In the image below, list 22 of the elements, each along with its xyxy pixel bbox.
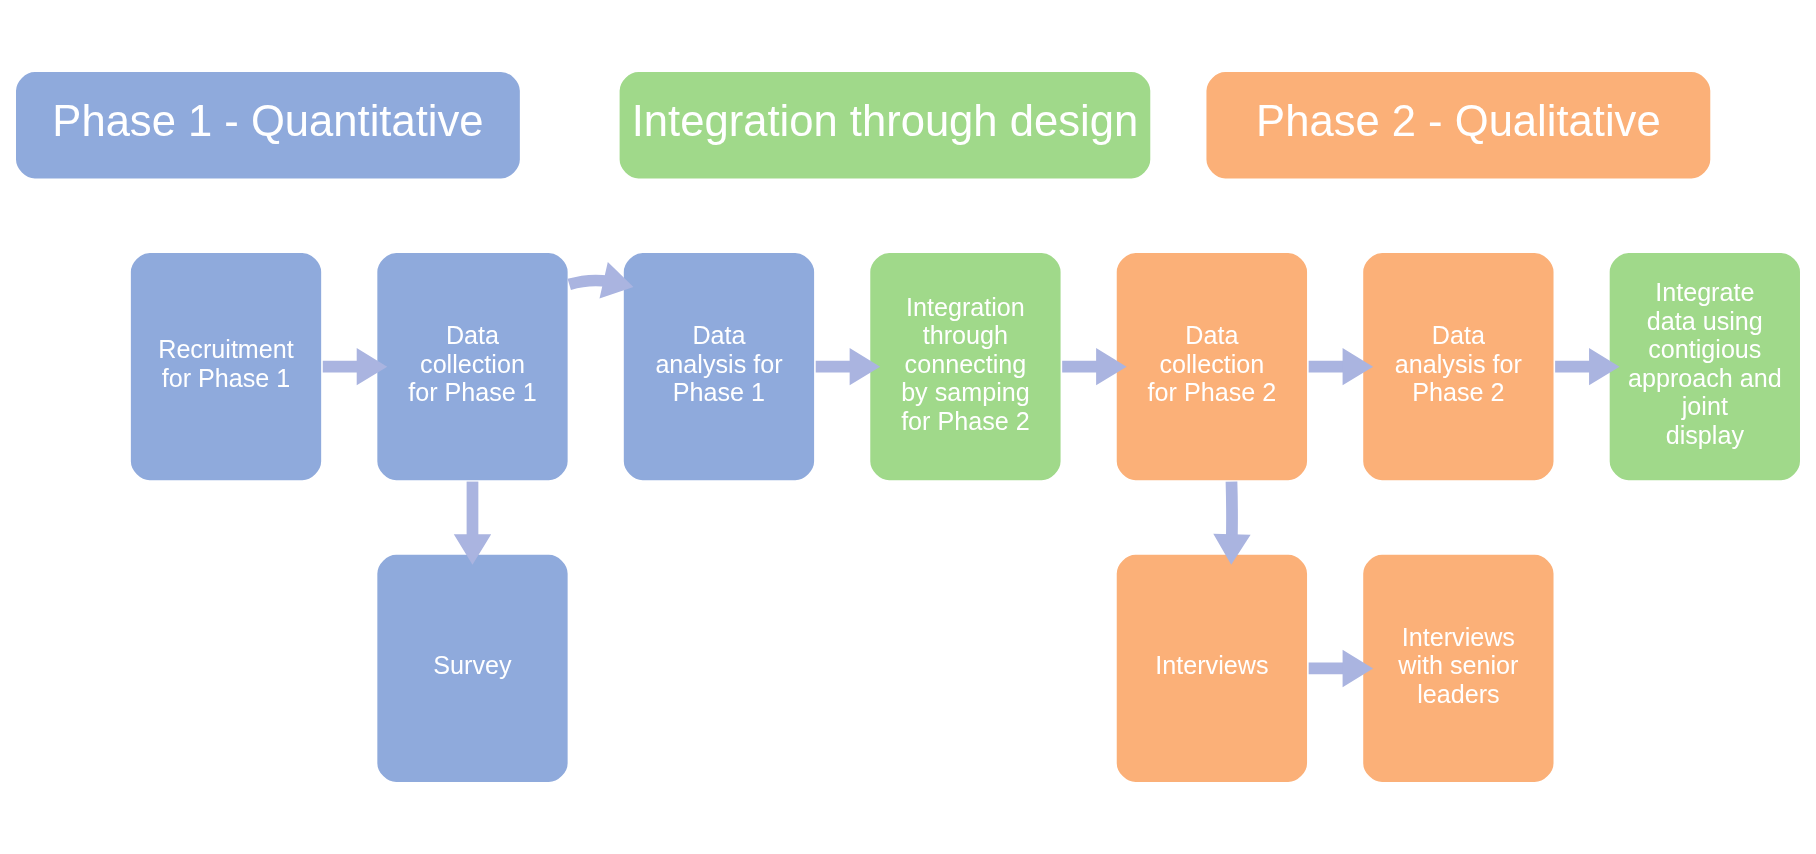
arrow <box>815 347 881 386</box>
arrow <box>1308 347 1374 386</box>
node-box: Integration through connecting by samping for Phase 2 <box>867 250 1064 483</box>
arrow <box>1308 649 1374 688</box>
node-box: Phase 2 - Qualitative <box>1203 69 1713 181</box>
arrow <box>453 481 492 565</box>
arrow <box>322 347 388 386</box>
node-box: Interviews <box>1114 552 1310 785</box>
node-box: Phase 1 - Quantitative <box>13 69 523 181</box>
arrow <box>1213 481 1251 565</box>
arrow <box>1555 347 1620 386</box>
node-box: Recruitment for Phase 1 <box>128 250 324 483</box>
arrow <box>567 262 634 299</box>
node-box: Data analysis for Phase 2 <box>1360 250 1557 483</box>
node-box: Data analysis for Phase 1 <box>621 250 817 483</box>
node-box: Integrate data using contigious approach and joint display <box>1607 250 1803 483</box>
node-box: Data collection for Phase 1 <box>374 250 571 483</box>
node-box: Data collection for Phase 2 <box>1114 250 1310 483</box>
node-box: Integration through design <box>617 69 1153 181</box>
node-box: Survey <box>374 552 571 785</box>
node-box: Interviews with senior leaders <box>1360 552 1557 785</box>
arrow <box>1062 347 1127 386</box>
